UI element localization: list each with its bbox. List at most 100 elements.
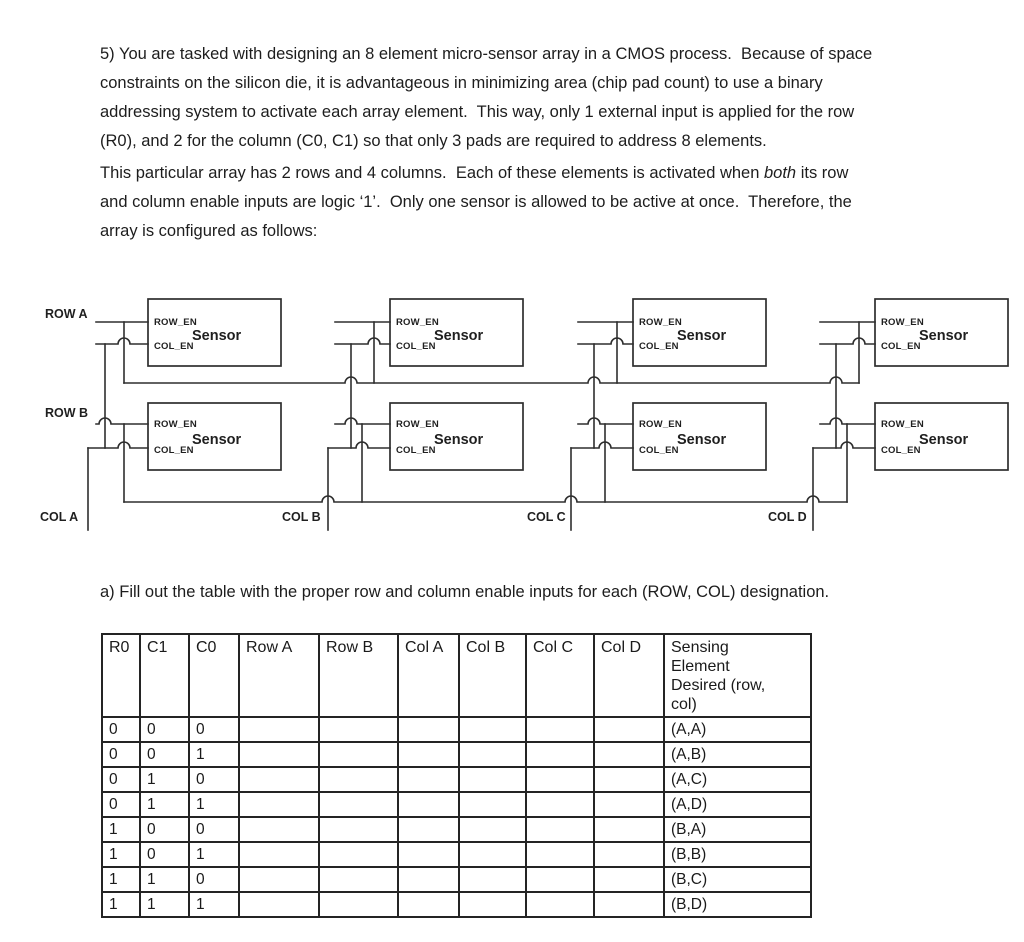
answer-cell [458, 866, 527, 893]
answer-cell [318, 891, 399, 918]
header-col-b: Col B [458, 633, 527, 718]
sensor-box [147, 298, 282, 367]
target-element-cell: (B,C) [663, 866, 812, 893]
bit-cell: 0 [101, 741, 141, 768]
answer-cell [593, 716, 665, 743]
header-row-a: Row A [238, 633, 320, 718]
header-row-b: Row B [318, 633, 399, 718]
bit-cell: 1 [101, 841, 141, 868]
bit-cell: 0 [101, 791, 141, 818]
row-en-pin-label: ROW_EN [639, 317, 682, 328]
row-en-pin-label: ROW_EN [154, 419, 197, 430]
answer-cell [238, 866, 320, 893]
answer-cell [525, 841, 595, 868]
bit-cell: 1 [188, 741, 240, 768]
col-en-pin-label: COL_EN [396, 341, 436, 352]
answer-cell [593, 841, 665, 868]
bit-cell: 1 [188, 891, 240, 918]
answer-cell [238, 841, 320, 868]
answer-cell [458, 766, 527, 793]
answer-cell [525, 741, 595, 768]
answer-cell [318, 816, 399, 843]
text-line: This particular array has 2 rows and 4 c… [100, 159, 918, 188]
header-col-c: Col C [525, 633, 595, 718]
answer-cell [397, 766, 460, 793]
answer-cell [458, 816, 527, 843]
answer-cell [238, 791, 320, 818]
answer-cell [238, 741, 320, 768]
answer-cell [318, 841, 399, 868]
header-sensing-element: Sensing Element Desired (row, col) [663, 633, 812, 718]
target-element-cell: (A,D) [663, 791, 812, 818]
bit-cell: 0 [101, 716, 141, 743]
bit-cell: 0 [188, 866, 240, 893]
answer-cell [525, 766, 595, 793]
sensor-box-title: Sensor [677, 328, 727, 344]
answer-cell [238, 716, 320, 743]
col-en-pin-label: COL_EN [154, 445, 194, 456]
answer-cell [593, 791, 665, 818]
part-a-caption: a) Fill out the table with the proper ro… [100, 583, 830, 601]
sensor-array-diagram: ROW A ROW B COL A COL B COL C COL D ROW_… [40, 298, 1009, 531]
answer-cell [318, 791, 399, 818]
answer-cell [525, 791, 595, 818]
sensor-box-title: Sensor [919, 432, 969, 448]
bit-cell: 1 [139, 891, 190, 918]
target-element-cell: (A,C) [663, 766, 812, 793]
target-element-cell: (B,A) [663, 816, 812, 843]
answer-cell [238, 766, 320, 793]
row-en-pin-label: ROW_EN [396, 419, 439, 430]
answer-cell [593, 891, 665, 918]
col-en-pin-label: COL_EN [396, 445, 436, 456]
row-en-pin-label: ROW_EN [639, 419, 682, 430]
answer-cell [525, 716, 595, 743]
col-en-pin-label: COL_EN [881, 341, 921, 352]
row-en-pin-label: ROW_EN [881, 419, 924, 430]
bit-cell: 1 [139, 766, 190, 793]
sensor-box-title: Sensor [434, 432, 484, 448]
text-line: addressing system to activate each array… [100, 103, 855, 121]
bit-cell: 1 [101, 816, 141, 843]
answer-cell [397, 866, 460, 893]
bit-cell: 0 [188, 816, 240, 843]
bit-cell: 0 [101, 766, 141, 793]
sensor-box-title: Sensor [434, 328, 484, 344]
sensor-box-title: Sensor [919, 328, 969, 344]
text-line: and column enable inputs are logic ‘1’. … [100, 193, 852, 211]
bit-cell: 0 [139, 716, 190, 743]
header-line: col) [671, 696, 697, 713]
col-en-pin-label: COL_EN [154, 341, 194, 352]
text-line: 5) You are tasked with designing an 8 el… [100, 45, 873, 63]
emphasis-word: both [764, 164, 797, 182]
header-col-d: Col D [593, 633, 665, 718]
sensor-box [389, 402, 524, 471]
answer-cell [525, 866, 595, 893]
answer-cell [525, 891, 595, 918]
answer-cell [318, 741, 399, 768]
answer-cell [397, 841, 460, 868]
header-line: Element [671, 658, 730, 675]
target-element-cell: (A,B) [663, 741, 812, 768]
bit-cell: 1 [101, 891, 141, 918]
sensor-box [632, 402, 767, 471]
header-c0: C0 [188, 633, 240, 718]
table-header-row: R0 C1 C0 Row A Row B Col A Col B Col C C… [101, 633, 812, 718]
answer-cell [593, 766, 665, 793]
sensor-box [147, 402, 282, 471]
col-en-pin-label: COL_EN [639, 341, 679, 352]
bit-cell: 1 [139, 791, 190, 818]
sensor-box-title: Sensor [192, 432, 242, 448]
text-line: (R0), and 2 for the column (C0, C1) so t… [100, 132, 767, 150]
answer-cell [458, 716, 527, 743]
array-description: This particular array has 2 rows and 4 c… [100, 159, 918, 246]
col-en-pin-label: COL_EN [639, 445, 679, 456]
answer-cell [318, 866, 399, 893]
answer-cell [458, 791, 527, 818]
col-a-label: COL A [40, 510, 78, 524]
